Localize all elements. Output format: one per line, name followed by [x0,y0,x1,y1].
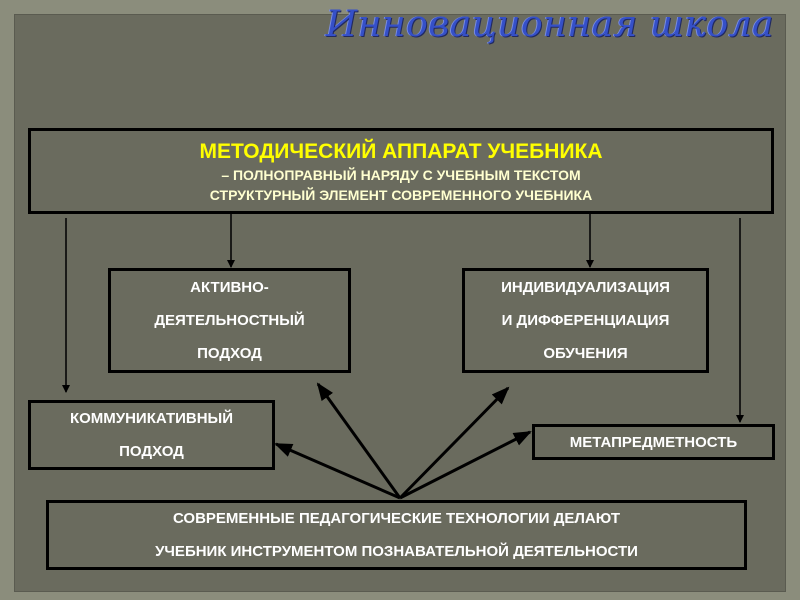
main-line-1: – ПОЛНОПРАВНЫЙ НАРЯДУ С УЧЕБНЫМ ТЕКСТОМ [221,166,581,183]
metasubject-box: МЕТАПРЕДМЕТНОСТЬ [532,424,775,460]
text-line: КОММУНИКАТИВНЫЙ [69,410,234,427]
active-approach-box: АКТИВНО- ДЕЯТЕЛЬНОСТНЫЙ ПОДХОД [108,268,351,373]
main-heading: МЕТОДИЧЕСКИЙ АППАРАТ УЧЕБНИКА [199,139,603,163]
text-line: УЧЕБНИК ИНСТРУМЕНТОМ ПОЗНАВАТЕЛЬНОЙ ДЕЯТ… [155,543,638,560]
slide-title: Инновационная школа [325,4,774,45]
arrow [274,442,401,500]
text-line: ПОДХОД [119,443,184,460]
text-line: ИНДИВИДУАЛИЗАЦИЯ [501,279,670,296]
text-line: ДЕЯТЕЛЬНОСТНЫЙ [154,312,305,329]
text-line: АКТИВНО- [190,279,269,296]
text-line: ОБУЧЕНИЯ [543,345,628,362]
arrow [399,430,532,500]
arrow [398,386,510,500]
individualization-box: ИНДИВИДУАЛИЗАЦИЯ И ДИФФЕРЕНЦИАЦИЯ ОБУЧЕН… [462,268,709,373]
text-line: ПОДХОД [197,345,262,362]
main-line-2: СТРУКТУРНЫЙ ЭЛЕМЕНТ СОВРЕМЕННОГО УЧЕБНИК… [209,186,593,203]
technologies-box: СОВРЕМЕННЫЕ ПЕДАГОГИЧЕСКИЕ ТЕХНОЛОГИИ ДЕ… [46,500,747,570]
main-box: МЕТОДИЧЕСКИЙ АППАРАТ УЧЕБНИКА – ПОЛНОПРА… [28,128,774,214]
arrow [316,382,402,499]
text-line: И ДИФФЕРЕНЦИАЦИЯ [501,312,670,329]
text-line: СОВРЕМЕННЫЕ ПЕДАГОГИЧЕСКИЕ ТЕХНОЛОГИИ ДЕ… [172,510,621,527]
communicative-box: КОММУНИКАТИВНЫЙ ПОДХОД [28,400,275,470]
text-line: МЕТАПРЕДМЕТНОСТЬ [569,433,738,451]
